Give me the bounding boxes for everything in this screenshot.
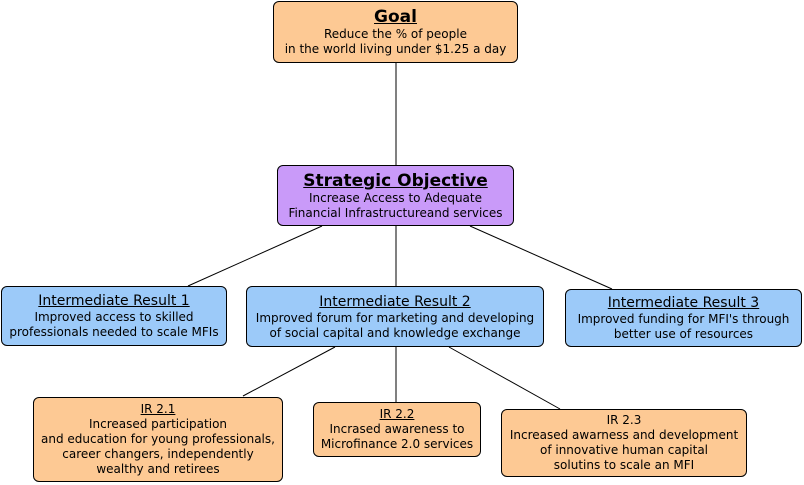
connector-ir2-ir21 [242, 346, 336, 397]
ir-2-3-title: IR 2.3 [606, 413, 642, 427]
strategic-objective-line: Financial Infrastructureand services [288, 205, 503, 220]
ir-2-1-line: career changers, independently [62, 447, 254, 461]
goal-box: Goal Reduce the % of people in the world… [273, 1, 518, 63]
intermediate-result-3-line: better use of resources [613, 327, 754, 341]
connector-so-ir1 [187, 225, 323, 287]
ir-2-1-box: IR 2.1 Increased participation and educa… [33, 397, 283, 482]
strategic-objective-title: Strategic Objective [303, 170, 488, 191]
intermediate-result-2-title: Intermediate Result 2 [319, 293, 471, 310]
ir-2-3-box: IR 2.3 Increased awarness and developmen… [501, 409, 747, 477]
ir-2-1-line: and education for young professionals, [41, 432, 275, 446]
ir-2-1-line: wealthy and retirees [96, 462, 220, 476]
ir-2-2-line: Microfinance 2.0 services [320, 437, 474, 451]
goal-line: Reduce the % of people [324, 27, 467, 41]
connector-ir2-ir23 [448, 346, 561, 410]
ir-2-3-line: Increased awarness and development [509, 428, 739, 442]
strategic-objective-line: Increase Access to Adequate [308, 190, 482, 205]
intermediate-result-2-line: of social capital and knowledge exchange [269, 325, 521, 340]
ir-2-3-line: of innovative human capital [539, 443, 709, 457]
goal-line: in the world living under $1.25 a day [284, 42, 507, 56]
ir-2-1-line: Increased participation [88, 417, 228, 431]
intermediate-result-1-box: Intermediate Result 1 Improved access to… [1, 286, 227, 346]
intermediate-result-3-line: Improved funding for MFI's through [577, 312, 790, 326]
ir-2-3-line: solutins to scale an MFI [553, 458, 695, 472]
intermediate-result-1-title: Intermediate Result 1 [38, 293, 190, 309]
intermediate-result-2-box: Intermediate Result 2 Improved forum for… [246, 286, 544, 347]
intermediate-result-1-line: professionals needed to scale MFIs [9, 325, 219, 339]
ir-2-1-title: IR 2.1 [140, 402, 176, 416]
intermediate-result-2-line: Improved forum for marketing and develop… [255, 310, 535, 325]
goal-title: Goal [374, 7, 417, 27]
ir-2-2-title: IR 2.2 [379, 407, 415, 421]
ir-2-2-box: IR 2.2 Incrased awareness to Microfinanc… [313, 402, 481, 457]
ir-2-2-line: Incrased awareness to [329, 422, 465, 436]
intermediate-result-1-line: Improved access to skilled [34, 310, 194, 324]
strategic-objective-box: Strategic Objective Increase Access to A… [277, 165, 514, 226]
intermediate-result-3-box: Intermediate Result 3 Improved funding f… [565, 289, 802, 347]
intermediate-result-3-title: Intermediate Result 3 [607, 295, 760, 311]
connector-so-ir3 [469, 225, 613, 290]
